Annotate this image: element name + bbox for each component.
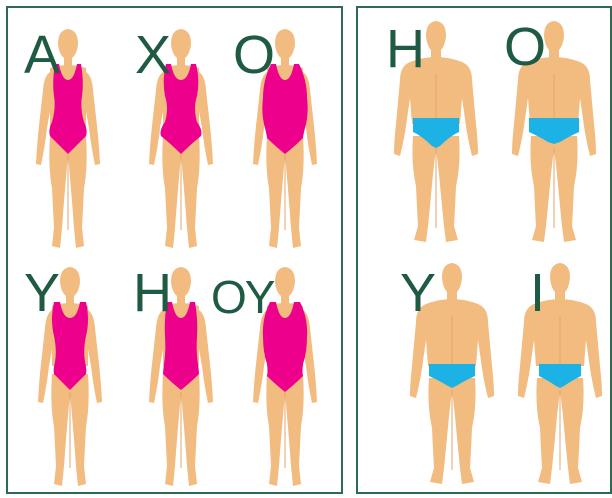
female-type-o: O [231, 18, 339, 258]
body-type-label: OY [211, 274, 273, 320]
body-type-label: O [504, 20, 544, 74]
body-type-label: Y [24, 266, 58, 320]
body-type-label: O [233, 28, 273, 82]
body-type-label: A [24, 28, 58, 82]
male-type-h: H [380, 14, 488, 254]
body-type-label: H [133, 266, 170, 320]
male-type-y: Y [396, 256, 504, 496]
male-type-o: O [498, 14, 606, 254]
body-type-label: H [386, 22, 423, 76]
male-type-i: I [504, 256, 612, 496]
female-type-y: Y [16, 256, 124, 496]
body-type-label: X [135, 28, 169, 82]
body-type-label: Y [400, 266, 434, 320]
body-type-label: I [530, 266, 543, 320]
female-type-x: X [127, 18, 235, 258]
female-type-a: A [14, 18, 122, 258]
female-type-oy: OY [231, 256, 339, 496]
